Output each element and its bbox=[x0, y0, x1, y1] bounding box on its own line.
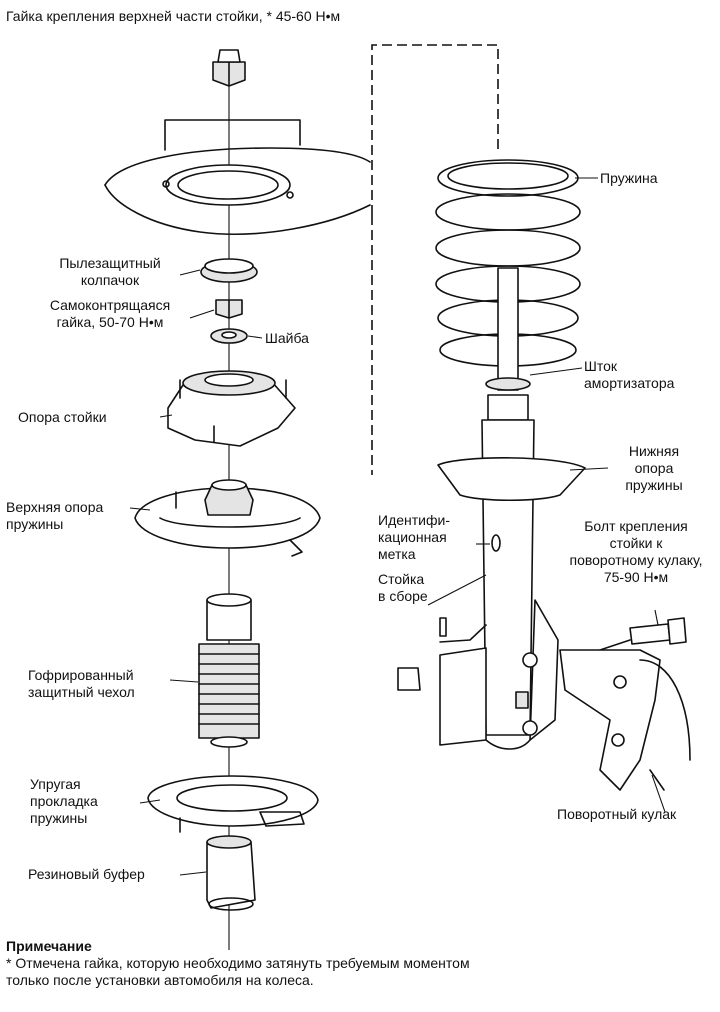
body-strut-tower bbox=[104, 119, 371, 235]
protective-boot bbox=[198, 593, 260, 748]
knuckle-bolt-label: Болт крепления стойки к поворотному кула… bbox=[569, 518, 703, 585]
leader-lines bbox=[129, 177, 666, 876]
strut-assembly-body bbox=[397, 267, 586, 750]
note-title: Примечание bbox=[6, 938, 92, 954]
spring-pad-label: Упругая прокладка пружины bbox=[30, 776, 98, 826]
dust-cap-label: Пылезащитный колпачок bbox=[59, 255, 161, 288]
upper-spring-seat bbox=[134, 479, 321, 557]
washer bbox=[210, 328, 248, 344]
washer-label: Шайба bbox=[265, 330, 309, 346]
lock-nut bbox=[215, 299, 243, 319]
knuckle-bolt bbox=[599, 617, 687, 651]
top-nut bbox=[212, 49, 246, 87]
top-nut-label: Гайка крепления верхней части стойки, * … bbox=[6, 8, 341, 24]
spring-pad bbox=[147, 775, 319, 833]
note-text: * Отмечена гайка, которую необходимо зат… bbox=[6, 955, 470, 988]
upper-spring-seat-label: Верхняя опора пружины bbox=[6, 499, 104, 532]
id-mark-label: Идентифи- кационная метка bbox=[378, 512, 450, 562]
spring-label: Пружина bbox=[600, 170, 658, 186]
assembly-dashed-outline bbox=[371, 44, 499, 215]
steering-knuckle bbox=[559, 649, 691, 791]
bump-stop bbox=[206, 835, 256, 911]
note-block: Примечание * Отмечена гайка, которую нео… bbox=[6, 938, 712, 989]
lower-spring-seat-label: Нижняя опора пружины bbox=[625, 443, 683, 493]
strut-mount bbox=[167, 370, 296, 447]
lock-nut-label: Самоконтрящаяся гайка, 50-70 Н•м bbox=[49, 297, 171, 330]
bump-stop-label: Резиновый буфер bbox=[28, 866, 145, 882]
dust-cap bbox=[200, 258, 258, 283]
shock-rod-label: Шток амортизатора bbox=[584, 358, 675, 391]
protective-boot-label: Гофрированный защитный чехол bbox=[28, 667, 135, 700]
steering-knuckle-label: Поворотный кулак bbox=[557, 806, 677, 822]
strut-mount-label: Опора стойки bbox=[18, 409, 107, 425]
strut-assembly-label: Стойка в сборе bbox=[378, 571, 428, 604]
